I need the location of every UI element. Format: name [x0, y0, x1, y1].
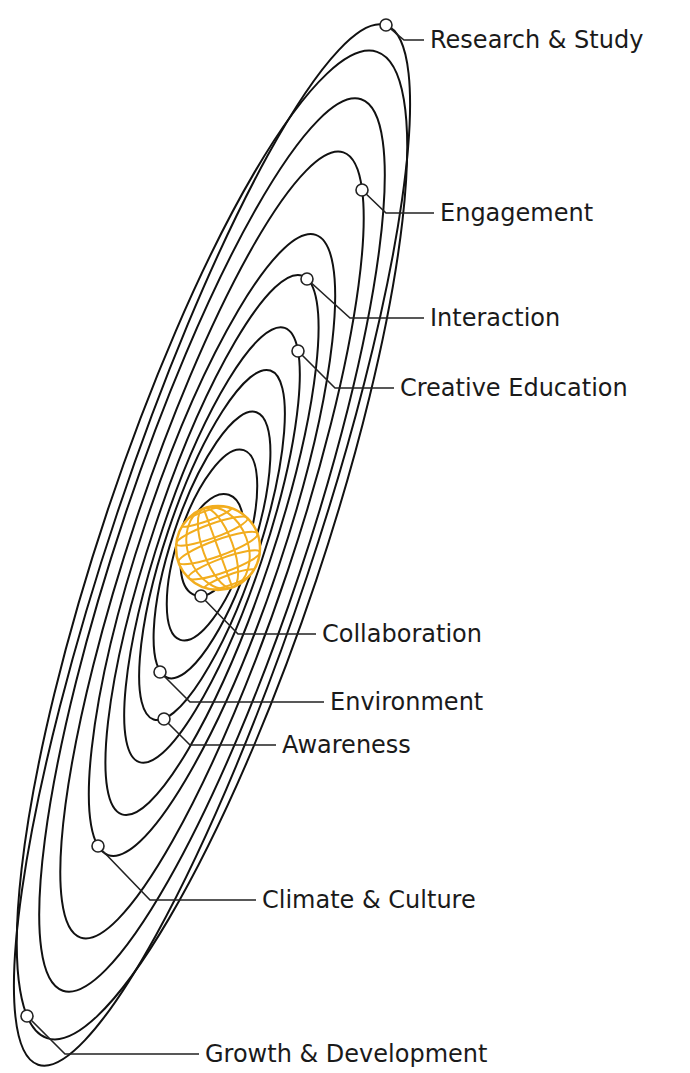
orbit-dot [356, 184, 368, 196]
orbit-ring [110, 356, 314, 734]
orbit-dot [380, 19, 392, 31]
orbit-dot [21, 1010, 33, 1022]
orbit-dot [92, 840, 104, 852]
orbit-ring [148, 439, 276, 650]
orbit-ring [90, 311, 334, 778]
orbit-label: Engagement [440, 199, 593, 227]
leader-line [307, 279, 424, 318]
orbit-label: Interaction [430, 304, 560, 332]
orbit-dot [292, 345, 304, 357]
orbit-dots [21, 19, 392, 1022]
leader-line [98, 846, 256, 900]
leader-line [362, 190, 434, 213]
orbit-ring [0, 17, 481, 1073]
orbit-dot [301, 273, 313, 285]
orbit-label: Research & Study [430, 26, 643, 54]
globe [162, 489, 274, 608]
orbit-label: Collaboration [322, 620, 482, 648]
orbit-label: Climate & Culture [262, 886, 476, 914]
orbit-rings [0, 0, 490, 1073]
orbit-ring [130, 400, 295, 691]
leader-line [27, 1016, 199, 1054]
orbit-dot [195, 590, 207, 602]
orbit-label: Awareness [282, 731, 411, 759]
leader-line [160, 672, 324, 702]
orbit-ring [42, 213, 382, 878]
orbit-ring [5, 127, 419, 963]
leader-line [298, 351, 394, 388]
orbit-dot [158, 713, 170, 725]
orbit-label: Environment [330, 688, 483, 716]
orbit-dot [154, 666, 166, 678]
leader-line [201, 596, 316, 634]
orbit-ring [0, 70, 448, 1020]
leader-line [164, 719, 276, 745]
orbit-label: Growth & Development [205, 1040, 487, 1068]
globe-grid [162, 489, 274, 608]
orbit-ring [0, 0, 481, 1073]
orbit-label: Creative Education [400, 374, 628, 402]
